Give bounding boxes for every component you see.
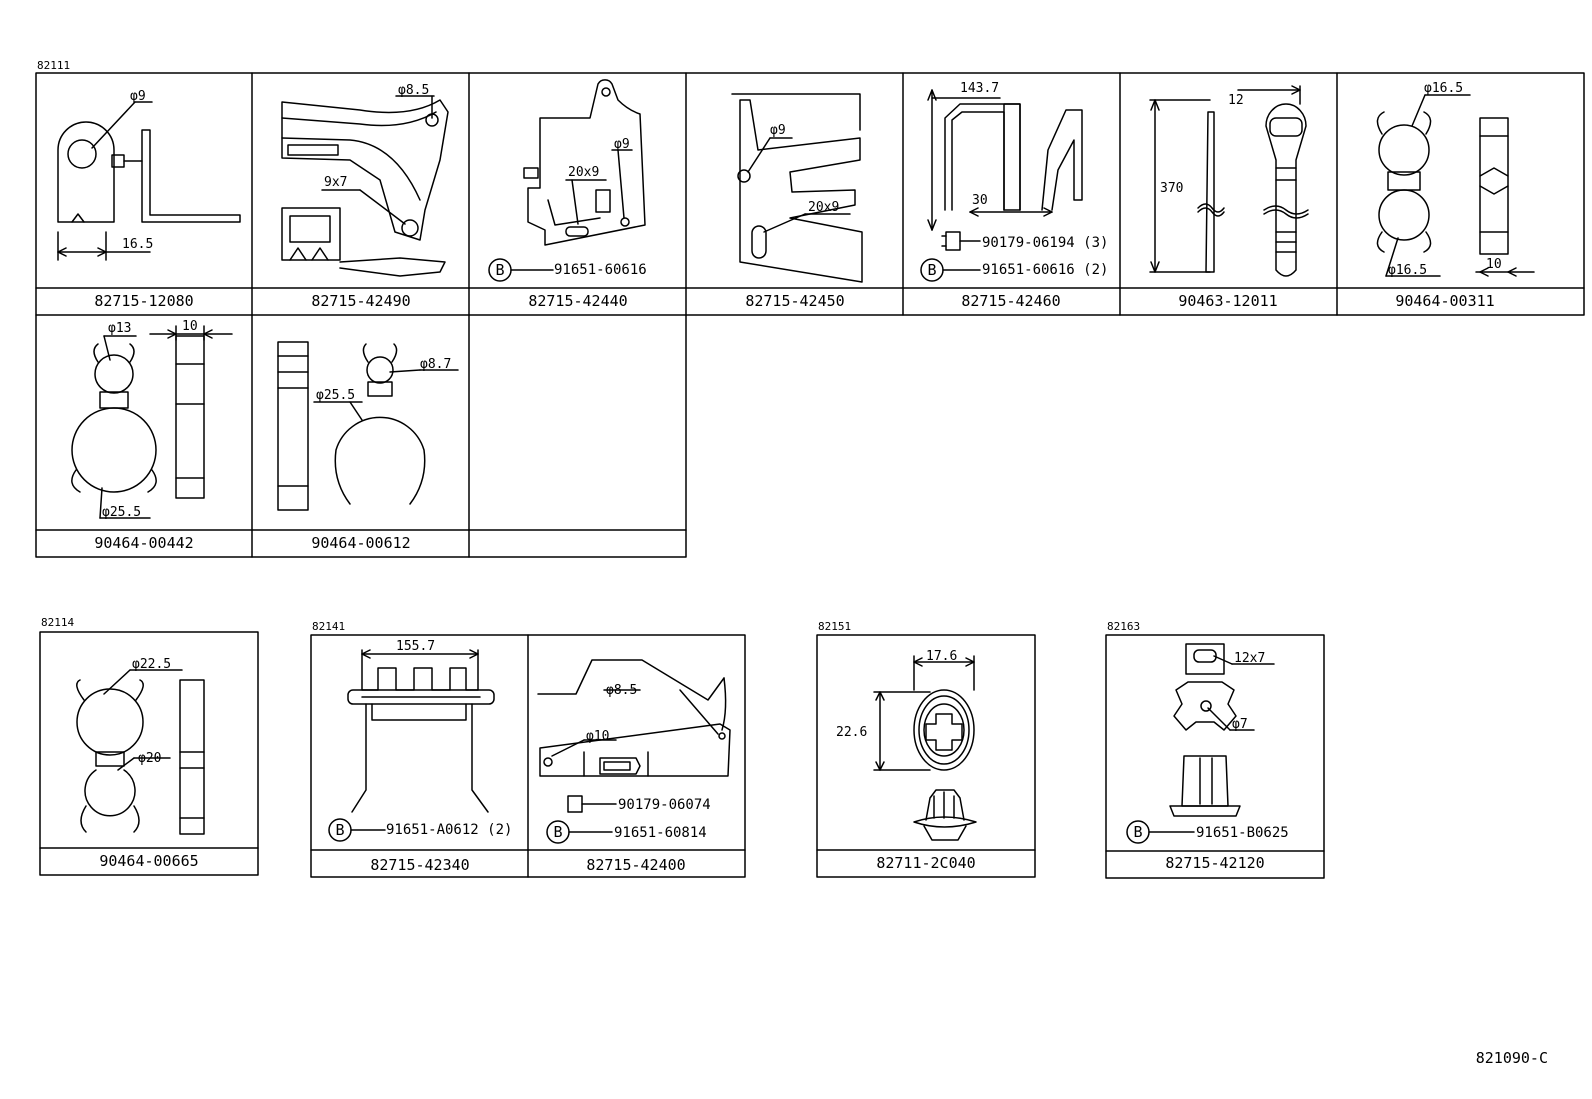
part-drawing-90464-00442 bbox=[71, 325, 233, 519]
part-drawing-82711-2C040 bbox=[873, 655, 977, 841]
ref-badge-b: B bbox=[553, 823, 562, 841]
svg-text:φ8.5: φ8.5 bbox=[398, 83, 429, 98]
ref-badge-b: B bbox=[1133, 823, 1142, 841]
svg-text:9x7: 9x7 bbox=[324, 175, 347, 190]
svg-text:16.5: 16.5 bbox=[122, 237, 153, 252]
svg-text:φ7: φ7 bbox=[1232, 717, 1248, 732]
group-82141: 82141 155.7 B 91651-A0612 (2) 82715-4234… bbox=[310, 620, 746, 878]
ref-part: 91651-60616 bbox=[554, 262, 647, 278]
svg-text:φ13: φ13 bbox=[108, 321, 131, 336]
part-number: 90463-12011 bbox=[1178, 292, 1277, 310]
part-number: 82715-12080 bbox=[94, 292, 193, 310]
svg-text:10: 10 bbox=[182, 319, 198, 334]
part-drawing-90464-00311 bbox=[1376, 94, 1535, 277]
part-number: 82711-2C040 bbox=[876, 854, 975, 872]
svg-text:φ16.5: φ16.5 bbox=[1388, 263, 1427, 278]
ref-part: 90179-06074 bbox=[618, 797, 711, 813]
svg-text:φ8.5: φ8.5 bbox=[606, 683, 637, 698]
svg-text:φ9: φ9 bbox=[614, 137, 630, 152]
svg-text:φ22.5: φ22.5 bbox=[132, 657, 171, 672]
part-number: 90464-00442 bbox=[94, 534, 193, 552]
ref-badge-b: B bbox=[335, 821, 344, 839]
svg-text:φ9: φ9 bbox=[770, 123, 786, 138]
part-number: 82715-42440 bbox=[528, 292, 627, 310]
group-82114: 82114 φ22.5 φ20 90464-00665 bbox=[39, 616, 259, 876]
part-number: 90464-00311 bbox=[1395, 292, 1494, 310]
svg-text:φ20: φ20 bbox=[138, 751, 161, 766]
part-drawing-90464-00612 bbox=[277, 341, 459, 511]
part-number: 82715-42460 bbox=[961, 292, 1060, 310]
svg-text:φ9: φ9 bbox=[130, 89, 146, 104]
part-number: 82715-42120 bbox=[1165, 854, 1264, 872]
svg-text:φ10: φ10 bbox=[586, 729, 609, 744]
ref-part: 91651-B0625 bbox=[1196, 825, 1289, 841]
ref-badge-b: B bbox=[927, 261, 936, 279]
part-number: 82715-42490 bbox=[311, 292, 410, 310]
group-82163: 82163 12x7 φ7 B 91651-B0625 82715-42120 bbox=[1105, 620, 1325, 879]
svg-text:20x9: 20x9 bbox=[568, 165, 599, 180]
part-drawing-90464-00665 bbox=[76, 669, 205, 835]
part-drawing-82715-42440 bbox=[488, 79, 646, 282]
svg-text:12x7: 12x7 bbox=[1234, 651, 1265, 666]
part-drawing-82715-42400 bbox=[537, 659, 731, 844]
svg-text:10: 10 bbox=[1486, 257, 1502, 272]
svg-text:143.7: 143.7 bbox=[960, 81, 999, 96]
svg-text:12: 12 bbox=[1228, 93, 1244, 108]
group-82151: 82151 17.6 22.6 82711-2C040 bbox=[816, 620, 1036, 878]
ref-part: 91651-A0612 (2) bbox=[386, 822, 512, 838]
group-code: 82114 bbox=[41, 616, 74, 629]
ref-part: 91651-60814 bbox=[614, 825, 707, 841]
svg-text:φ25.5: φ25.5 bbox=[102, 505, 141, 520]
part-number: 90464-00665 bbox=[99, 852, 198, 870]
ref-part: 91651-60616 (2) bbox=[982, 262, 1108, 278]
part-drawing-82715-42340 bbox=[328, 649, 495, 842]
svg-text:30: 30 bbox=[972, 193, 988, 208]
part-number: 82715-42400 bbox=[586, 856, 685, 874]
part-drawing-82715-42450 bbox=[731, 93, 863, 283]
figure-code: 821090-C bbox=[1476, 1049, 1548, 1067]
ref-badge-b: B bbox=[495, 261, 504, 279]
ref-part: 90179-06194 (3) bbox=[982, 235, 1108, 251]
svg-text:φ8.7: φ8.7 bbox=[420, 357, 451, 372]
part-drawing-82715-42460 bbox=[920, 89, 1083, 282]
svg-text:155.7: 155.7 bbox=[396, 639, 435, 654]
part-number: 90464-00612 bbox=[311, 534, 410, 552]
grid-row-2 bbox=[35, 314, 687, 558]
svg-text:φ16.5: φ16.5 bbox=[1424, 81, 1463, 96]
part-drawing-90463-12011 bbox=[1149, 85, 1309, 277]
part-number: 82715-42340 bbox=[370, 856, 469, 874]
part-drawing-82715-12080 bbox=[57, 101, 241, 261]
group-82111: 82111 φ9 16.5 82715-12080 bbox=[35, 59, 1585, 558]
part-drawing-82715-42490 bbox=[281, 95, 449, 277]
svg-text:370: 370 bbox=[1160, 181, 1183, 196]
svg-text:φ25.5: φ25.5 bbox=[316, 388, 355, 403]
group-code: 82151 bbox=[818, 620, 851, 633]
group-code: 82111 bbox=[37, 59, 70, 72]
group-code: 82141 bbox=[312, 620, 345, 633]
svg-text:20x9: 20x9 bbox=[808, 200, 839, 215]
svg-text:17.6: 17.6 bbox=[926, 649, 957, 664]
group-code: 82163 bbox=[1107, 620, 1140, 633]
svg-text:22.6: 22.6 bbox=[836, 725, 867, 740]
part-number: 82715-42450 bbox=[745, 292, 844, 310]
grid-row-1 bbox=[35, 72, 1585, 316]
part-drawing-82715-42120 bbox=[1126, 643, 1275, 844]
